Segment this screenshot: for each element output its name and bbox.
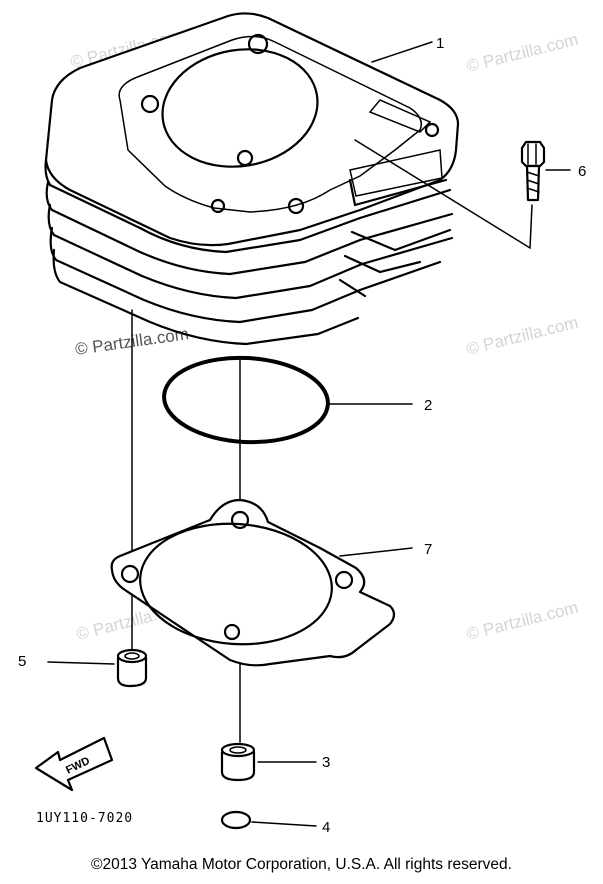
dowel-pin-part-3	[220, 742, 317, 782]
bolt-part-6	[354, 139, 571, 250]
gasket-part-7	[110, 498, 413, 667]
small-o-ring-part-4	[220, 810, 317, 830]
callout-2: 2	[424, 397, 432, 414]
callout-6: 6	[578, 163, 586, 180]
cylinder-part-1	[44, 12, 460, 346]
dowel-pin-part-5	[47, 648, 148, 688]
callout-5: 5	[18, 653, 26, 670]
callout-3: 3	[322, 754, 330, 771]
watermark-bottom-right: © Partzilla.com	[464, 598, 580, 644]
callout-7: 7	[424, 541, 432, 558]
o-ring-part-2	[162, 355, 413, 445]
fwd-arrow: FWD	[34, 736, 114, 792]
diagram-code: 1UY110-7020	[36, 811, 133, 826]
callouts: 1 2 3 4 5 6 7	[18, 35, 586, 836]
watermark-top-right: © Partzilla.com	[464, 30, 580, 76]
watermark-mid-right: © Partzilla.com	[464, 313, 580, 359]
copyright-notice: ©2013 Yamaha Motor Corporation, U.S.A. A…	[91, 856, 512, 873]
callout-1: 1	[436, 35, 444, 52]
callout-4: 4	[322, 819, 330, 836]
